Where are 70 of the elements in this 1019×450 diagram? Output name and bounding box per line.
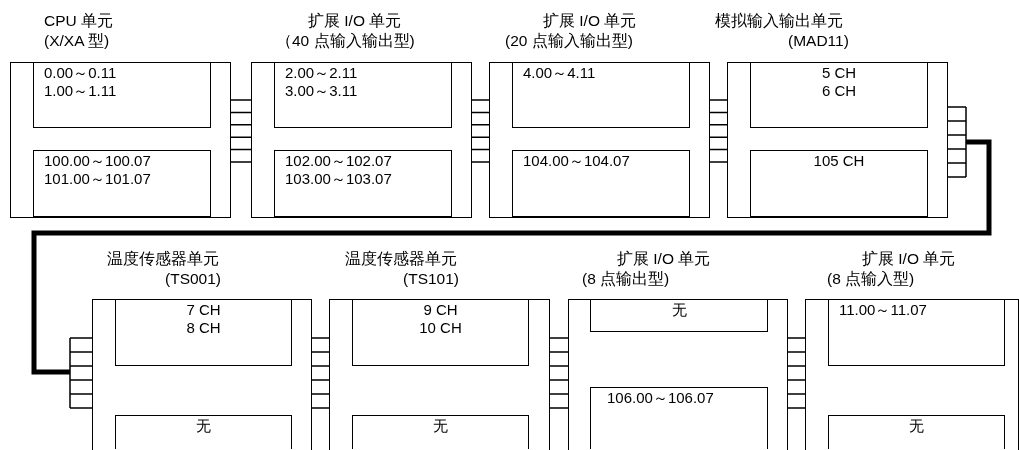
address-text: 2.00～2.11 [285,63,359,82]
unit-box [805,299,1019,450]
connector [549,337,569,409]
address-text: 无 [670,300,688,319]
address-box [750,150,928,217]
address-text: 无 [432,417,449,435]
unit-heading: （40 点输入输出型) [276,32,415,50]
address-text: 10 CH [418,318,463,337]
unit-heading: 扩展 I/O 单元 [543,12,637,30]
address-text: 无 [908,417,925,435]
connector [787,337,806,409]
unit-heading: CPU 单元 [44,12,114,30]
address-box [512,61,690,128]
address-box [828,415,1005,449]
unit-heading: (X/XA 型) [44,32,110,50]
address-box [352,415,529,449]
connector [709,99,728,163]
address-box [512,150,690,217]
address-box [33,150,211,217]
address-box [274,150,452,217]
unit-heading: (20 点输入输出型) [505,32,633,50]
address-text: 106.00～106.07 [607,389,715,407]
address-text: 4.00～4.11 [523,63,597,82]
address-text: 3.00～3.11 [285,81,359,100]
address-text: 101.00～101.07 [44,170,152,188]
unit-heading: 扩展 I/O 单元 [862,250,956,268]
address-box [352,298,529,366]
address-text: 0.00～0.11 [44,63,118,82]
unit-heading: (MAD11) [788,32,849,50]
unit-box [10,62,231,218]
address-box [750,61,928,128]
address-text: 1.00～1.11 [44,81,118,100]
address-box [590,387,768,449]
address-text: 9 CH [422,300,459,319]
unit-heading: 扩展 I/O 单元 [617,250,711,268]
address-text: 6 CH [820,81,858,100]
address-text: 7 CH [185,300,222,319]
unit-heading: (TS101) [403,270,459,288]
address-box [590,298,768,332]
unit-box [727,62,948,218]
address-box [274,61,452,128]
address-box [115,298,292,366]
address-text: 105 CH [812,152,866,170]
unit-heading: 温度传感器单元 [107,250,219,268]
address-box [33,61,211,128]
connector [471,99,490,163]
address-text: 104.00～104.07 [523,152,631,170]
unit-box [251,62,472,218]
unit-box [329,299,550,450]
unit-box [92,299,312,450]
unit-box [568,299,788,450]
unit-heading: 模拟输入输出单元 [715,12,843,30]
address-box [828,298,1005,366]
unit-heading: (TS001) [165,270,221,288]
connector [311,337,330,409]
address-text: 100.00～100.07 [44,152,152,170]
unit-heading: 温度传感器单元 [345,250,457,268]
address-text: 8 CH [185,318,222,337]
unit-heading: (8 点输入型) [827,270,915,288]
address-text: 无 [195,417,212,435]
address-text: 102.00～102.07 [285,152,393,170]
address-text: 5 CH [820,63,858,82]
connector [230,99,252,163]
address-text: 11.00～11.07 [839,300,928,319]
address-box [115,415,292,449]
cable [31,139,992,375]
unit-heading: (8 点输出型) [582,270,670,288]
address-text: 103.00～103.07 [285,170,393,188]
unit-box [489,62,710,218]
unit-heading: 扩展 I/O 单元 [308,12,402,30]
